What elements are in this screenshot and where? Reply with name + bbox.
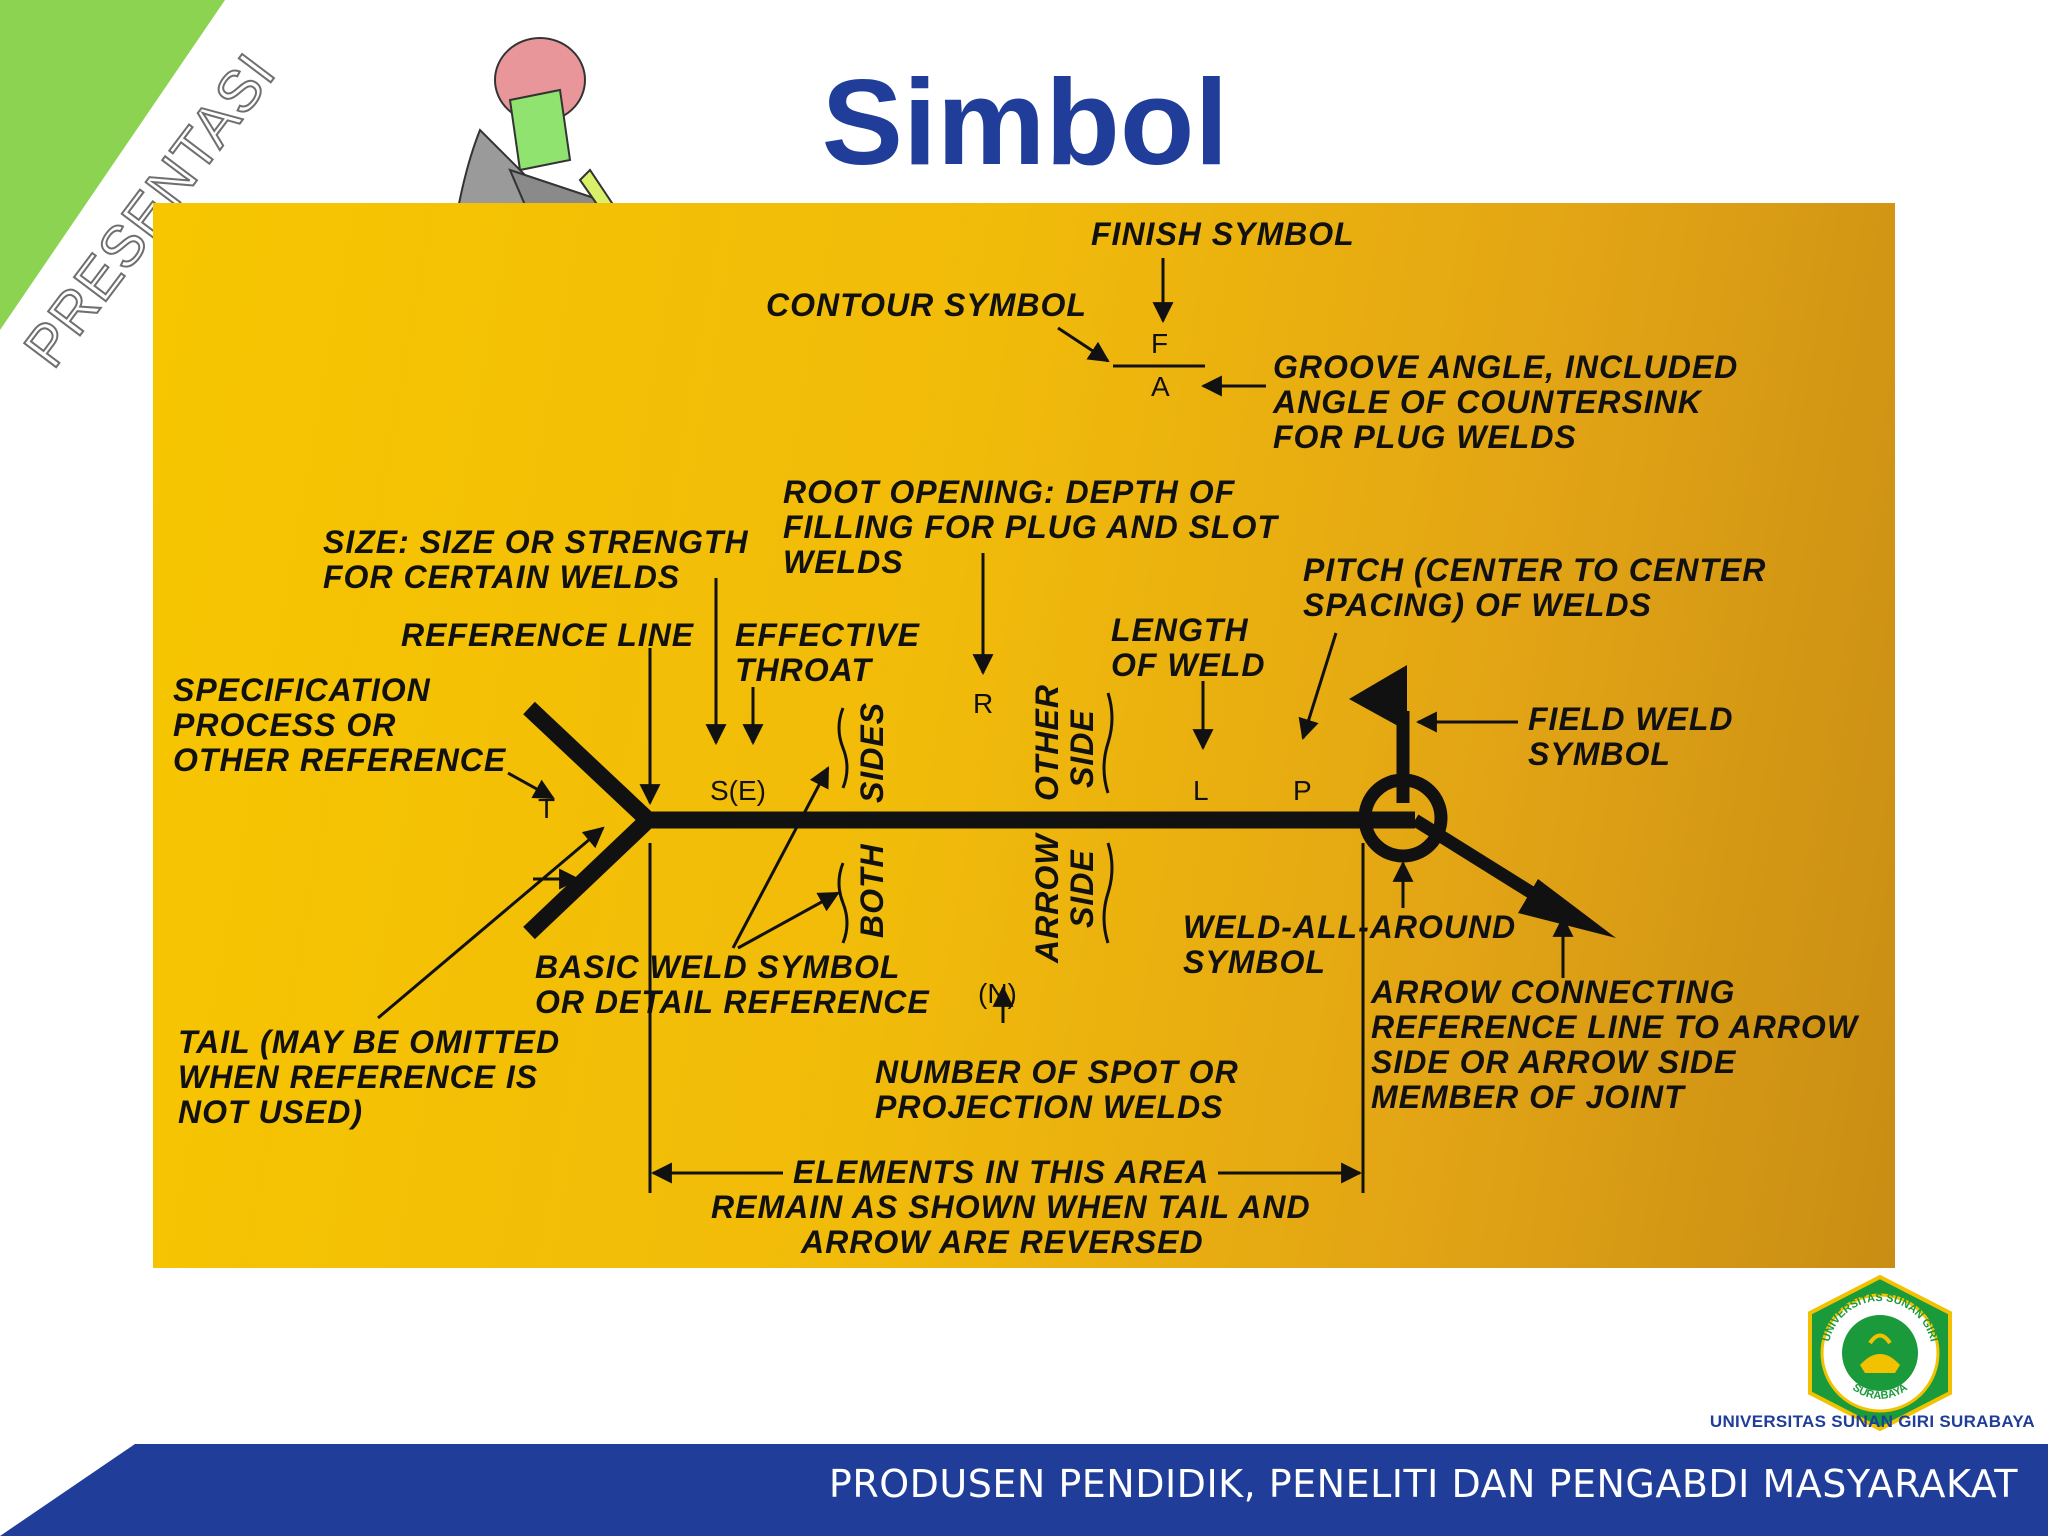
label-arrow-connecting: SIDE OR ARROW SIDE — [1371, 1044, 1737, 1080]
label-specification: OTHER REFERENCE — [173, 742, 507, 778]
letter-n: (N) — [978, 978, 1017, 1009]
university-logo: UNIVERSITAS SUNAN GIRI SURABAYA — [1808, 1274, 1952, 1432]
label-arrow-connecting: ARROW CONNECTING — [1370, 974, 1735, 1010]
field-weld-flag — [1349, 665, 1407, 731]
tail-lower — [523, 813, 654, 940]
label-number-of-welds: NUMBER OF SPOT OR — [875, 1054, 1239, 1090]
leader — [1298, 632, 1338, 741]
label-side: SIDE — [1064, 709, 1100, 788]
letter-l: L — [1193, 775, 1209, 806]
leader — [731, 766, 830, 949]
label-groove-angle: ANGLE OF COUNTERSINK — [1272, 384, 1704, 420]
label-elements: ARROW ARE REVERSED — [800, 1224, 1204, 1260]
label-field-weld: FIELD WELD — [1528, 701, 1734, 737]
brace — [837, 862, 849, 944]
letter-se: S(E) — [710, 775, 766, 806]
letter-r: R — [973, 688, 993, 719]
label-specification: PROCESS OR — [173, 707, 396, 743]
leader — [1057, 326, 1110, 363]
label-finish-symbol: FINISH SYMBOL — [1091, 216, 1355, 252]
label-elements: ELEMENTS IN THIS AREA — [793, 1154, 1209, 1190]
label-weld-all-around: WELD-ALL-AROUND — [1183, 909, 1516, 945]
label-arrow-connecting: MEMBER OF JOINT — [1371, 1079, 1686, 1115]
footer-band — [0, 1444, 2048, 1536]
label-basic-weld-symbol: OR DETAIL REFERENCE — [535, 984, 930, 1020]
weld-symbol-diagram: FINISH SYMBOL CONTOUR SYMBOL F A GROOVE … — [173, 216, 1860, 1260]
label-length-of-weld: OF WELD — [1111, 647, 1266, 683]
slide-title: Simbol — [821, 54, 1229, 190]
leader — [507, 771, 555, 800]
arrow-line — [1411, 814, 1552, 909]
label-groove-angle: GROOVE ANGLE, INCLUDED — [1273, 349, 1738, 385]
diagram-panel — [153, 203, 1895, 1268]
label-tail: NOT USED) — [178, 1094, 363, 1130]
label-tail: TAIL (MAY BE OMITTED — [178, 1024, 560, 1060]
label-root-opening: FILLING FOR PLUG AND SLOT — [783, 509, 1279, 545]
tail-upper — [523, 701, 654, 827]
label-pitch: PITCH (CENTER TO CENTER — [1303, 552, 1766, 588]
label-length-of-weld: LENGTH — [1111, 612, 1249, 648]
label-other: OTHER — [1029, 684, 1065, 801]
label-groove-angle: FOR PLUG WELDS — [1273, 419, 1577, 455]
corner-ribbon — [0, 0, 225, 330]
letter-t: T — [538, 793, 555, 824]
label-basic-weld-symbol: BASIC WELD SYMBOL — [535, 949, 900, 985]
label-root-opening: ROOT OPENING: DEPTH OF — [783, 474, 1236, 510]
label-field-weld: SYMBOL — [1528, 736, 1671, 772]
letter-p: P — [1293, 775, 1312, 806]
brace — [1102, 692, 1114, 794]
letter-f: F — [1151, 328, 1168, 359]
leader — [377, 826, 605, 1020]
label-pitch: SPACING) OF WELDS — [1303, 587, 1652, 623]
label-sides: SIDES — [854, 702, 890, 803]
label-both: BOTH — [854, 843, 890, 938]
brace — [837, 707, 849, 789]
label-tail: WHEN REFERENCE IS — [178, 1059, 538, 1095]
footer-tagline: PRODUSEN PENDIDIK, PENELITI DAN PENGABDI… — [828, 1462, 2018, 1506]
letter-a: A — [1151, 371, 1170, 402]
label-size: FOR CERTAIN WELDS — [323, 559, 680, 595]
label-number-of-welds: PROJECTION WELDS — [875, 1089, 1223, 1125]
label-arrow-connecting: REFERENCE LINE TO ARROW — [1371, 1009, 1860, 1045]
label-effective-throat: THROAT — [735, 652, 873, 688]
label-reference-line: REFERENCE LINE — [401, 617, 695, 653]
label-side: SIDE — [1064, 849, 1100, 928]
label-contour-symbol: CONTOUR SYMBOL — [766, 287, 1087, 323]
label-effective-throat: EFFECTIVE — [735, 617, 921, 653]
arrow-head — [1518, 879, 1616, 938]
label-specification: SPECIFICATION — [173, 672, 431, 708]
leader — [737, 891, 840, 950]
university-name: UNIVERSITAS SUNAN GIRI SURABAYA — [1709, 1412, 2035, 1431]
label-weld-all-around: SYMBOL — [1183, 944, 1326, 980]
brace — [1102, 842, 1114, 944]
label-arrow: ARROW — [1029, 832, 1065, 964]
label-elements: REMAIN AS SHOWN WHEN TAIL AND — [711, 1189, 1311, 1225]
label-size: SIZE: SIZE OR STRENGTH — [323, 524, 749, 560]
label-root-opening: WELDS — [783, 544, 904, 580]
